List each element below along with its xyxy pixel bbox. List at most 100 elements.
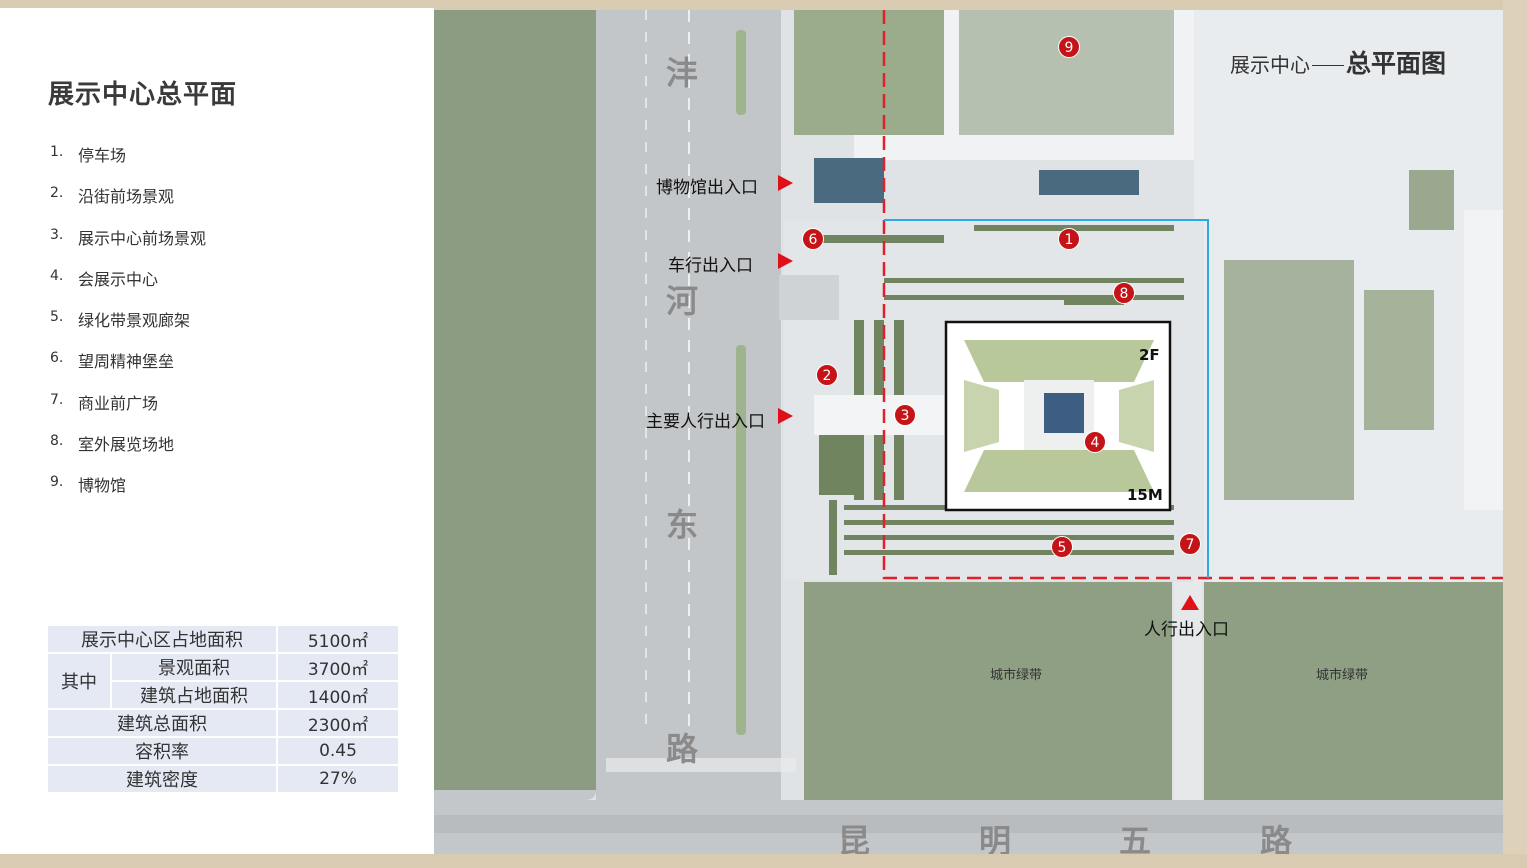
legend-item: 2. 沿街前场景观 — [50, 183, 206, 224]
stats-density-label: 建筑密度 — [47, 765, 277, 793]
entrance-label-main-pedestrian: 主要人行出入口 — [646, 412, 765, 432]
road-median — [736, 30, 746, 115]
museum-pool — [814, 158, 884, 203]
road-south-char: 路 — [1260, 822, 1293, 854]
south-green-belt-left — [804, 582, 1172, 800]
plan-title-dash — [1312, 65, 1344, 66]
road-west-char: 东 — [666, 506, 699, 544]
height-label: 15M — [1127, 486, 1163, 504]
building-roof-terrace — [964, 380, 999, 452]
marker-5: 5 — [1051, 536, 1073, 558]
legend-num: 8. — [50, 433, 64, 450]
road-south-char: 五 — [1119, 822, 1152, 854]
museum-building — [959, 10, 1174, 135]
table-row: 其中 景观面积 3700㎡ — [47, 653, 399, 709]
stats-footprint-value: 1400㎡ — [277, 681, 399, 709]
legend-item: 5. 绿化带景观廊架 — [50, 307, 206, 348]
plan-title-main: 展示中心 — [1230, 53, 1310, 77]
plan-title: 展示中心 总平面图 — [1230, 44, 1446, 80]
arrow-right-icon — [778, 408, 793, 424]
legend-item: 9.博物馆 — [50, 472, 206, 513]
north-green — [794, 10, 944, 135]
legend-item: 4.会展示中心 — [50, 266, 206, 307]
legend-list: 1. 停车场 2. 沿街前场景观 3. 展示中心前场景观 4.会展示中心 5. 绿化带景… — [50, 142, 206, 514]
site-boundary-blue — [884, 219, 1209, 578]
crosswalk — [606, 758, 796, 772]
road-median — [736, 345, 746, 735]
marker-7: 7 — [1179, 533, 1201, 555]
legend-num: 4. — [50, 267, 64, 284]
east-green — [1409, 170, 1454, 230]
legend-label: 望周精神堡垒 — [78, 352, 175, 372]
stats-landscape-label: 景观面积 — [111, 653, 277, 681]
site-plan: 展示中心总平面图 沣 河 东 路 昆 明 五 路 博物馆出入口 车行出入口 主要… — [434, 10, 1503, 854]
legend-num: 2. — [50, 185, 64, 202]
west-green-belt — [434, 10, 596, 790]
museum-pool — [1039, 170, 1139, 195]
legend-label: 沿街前场景观 — [78, 187, 175, 207]
road-south-char: 昆 — [838, 822, 871, 854]
east-green — [1364, 290, 1434, 430]
marker-3: 3 — [894, 404, 916, 426]
marker-6: 6 — [802, 228, 824, 250]
plan-title-bold: 总平面图 — [1346, 49, 1447, 78]
stats-far-value: 0.45 — [277, 737, 399, 765]
building-roof-terrace — [964, 340, 1154, 382]
frame-bottom — [0, 854, 1527, 868]
entrance-label-museum: 博物馆出入口 — [656, 178, 758, 198]
stats-table: 展示中心区占地面积 5100㎡ 其中 景观面积 3700㎡ 建筑占地面积 140… — [47, 625, 399, 793]
legend-label: 停车场 — [78, 146, 127, 165]
road-south-char: 明 — [979, 822, 1012, 854]
legend-num: 1. — [50, 144, 64, 160]
legend-label: 绿化带景观廊架 — [78, 311, 191, 331]
legend-label: 室外展览场地 — [78, 435, 175, 455]
floor-label: 2F — [1139, 346, 1160, 364]
legend-num: 3. — [50, 226, 64, 243]
frame-right — [1503, 0, 1527, 868]
frame-top — [0, 0, 1527, 8]
road-west-char: 河 — [666, 282, 699, 320]
legend-num: 6. — [50, 350, 64, 367]
south-green-belt-right — [1204, 582, 1503, 800]
building-roof-terrace — [1119, 380, 1154, 452]
stats-landscape-value: 3700㎡ — [277, 653, 399, 681]
legend-item: 7.商业前广场 — [50, 390, 206, 431]
site-boundary-red — [882, 10, 1503, 580]
table-row: 建筑总面积 2300㎡ — [47, 709, 399, 737]
west-road — [596, 10, 781, 800]
entrance-label-pedestrian: 人行出入口 — [1144, 620, 1229, 640]
stats-far-label: 容积率 — [47, 737, 277, 765]
arrow-right-icon — [778, 175, 793, 191]
building-roof-terrace — [964, 450, 1154, 492]
table-row: 容积率 0.45 — [47, 737, 399, 765]
pedestrian-path — [1174, 582, 1202, 800]
legend-label: 展示中心前场景观 — [78, 228, 207, 248]
stats-footprint-label: 建筑占地面积 — [111, 681, 277, 709]
legend-item: 8. 室外展览场地 — [50, 431, 206, 472]
legend-num: 9. — [50, 474, 64, 491]
table-row: 展示中心区占地面积 5100㎡ — [47, 625, 399, 653]
east-building — [1464, 210, 1503, 510]
legend-num: 7. — [50, 391, 64, 408]
left-panel: 展示中心总平面 1. 停车场 2. 沿街前场景观 3. 展示中心前场景观 4.会展示中… — [0, 8, 434, 854]
marker-4: 4 — [1084, 431, 1106, 453]
stats-total-label: 展示中心区占地面积 — [47, 625, 277, 653]
legend-item: 3. 展示中心前场景观 — [50, 225, 206, 266]
east-green — [1224, 260, 1354, 500]
stats-gfa-value: 2300㎡ — [277, 709, 399, 737]
gate-structure — [779, 275, 839, 320]
page-title: 展示中心总平面 — [48, 80, 238, 110]
entrance-label-vehicle: 车行出入口 — [668, 256, 753, 276]
marker-9: 9 — [1058, 36, 1080, 58]
road-corner — [434, 790, 596, 800]
marker-1: 1 — [1058, 228, 1080, 250]
marker-2: 2 — [816, 364, 838, 386]
site-plan-drawing — [434, 10, 1503, 854]
green-belt-label: 城市绿带 — [990, 668, 1043, 683]
legend-num: 5. — [50, 309, 64, 326]
south-road-lane — [434, 815, 1503, 833]
arrow-right-icon — [778, 253, 793, 269]
table-row: 建筑密度 27% — [47, 765, 399, 793]
legend-item: 6. 望周精神堡垒 — [50, 348, 206, 389]
entrance-plaza — [814, 395, 944, 435]
